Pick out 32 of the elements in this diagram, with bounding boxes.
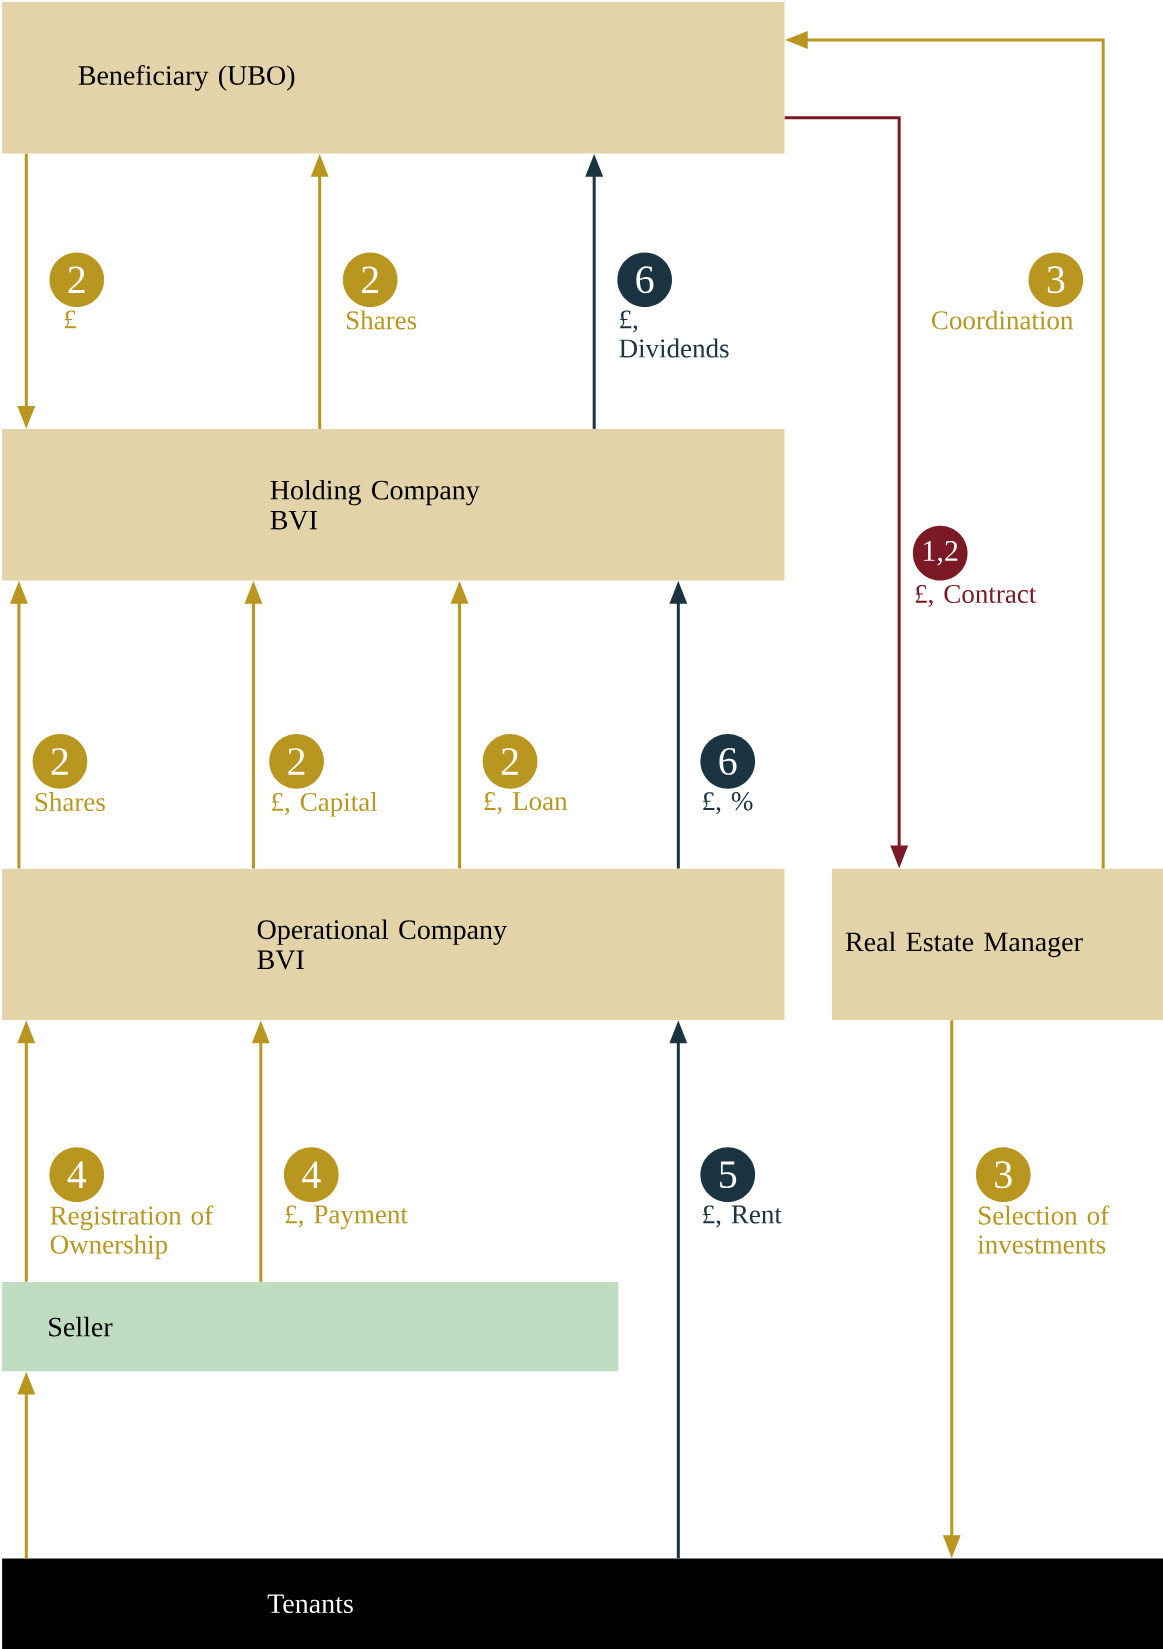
callout-number: 2 [32, 734, 88, 789]
edge-label: £, Capital [272, 792, 378, 817]
edge-label: Shares [346, 310, 417, 330]
edge-label: Coordination [931, 310, 1073, 330]
callout-number: 5 [700, 1147, 755, 1203]
edge-label: Registration of Ownership [50, 1205, 214, 1260]
edge-label: £ [64, 310, 76, 329]
box: Tenants [2, 1558, 1163, 1649]
box: Real Estate Manager [831, 868, 1163, 1021]
callout-number: 3 [975, 1147, 1031, 1203]
edge-label: Shares [35, 792, 105, 812]
callout-number: 1,2 [912, 525, 968, 581]
callout-number: 2 [342, 252, 398, 308]
edge-label: £, Contract [915, 584, 1037, 607]
callout-number: 2 [269, 734, 324, 789]
box: Holding Company BVI [2, 429, 785, 581]
edge-label: £, Dividends [619, 310, 729, 358]
callout-number: 2 [49, 252, 105, 308]
box: Operational Company BVI [2, 868, 785, 1021]
box: Beneficiary (UBO) [2, 2, 785, 154]
callout-number: 3 [1028, 252, 1084, 308]
edge-label: £, % [703, 792, 753, 815]
edge-label: £, Payment [285, 1205, 408, 1230]
callout-number: 4 [49, 1147, 105, 1203]
callout-number: 4 [283, 1147, 339, 1203]
edge-label: £, Loan [484, 792, 568, 815]
edge-label: Selection of investments [977, 1205, 1110, 1254]
callout-number: 2 [482, 734, 538, 789]
edge-label: £, Rent [703, 1205, 782, 1228]
box: Seller [2, 1282, 619, 1372]
callout-number: 6 [617, 252, 672, 308]
callout-number: 6 [700, 734, 755, 789]
